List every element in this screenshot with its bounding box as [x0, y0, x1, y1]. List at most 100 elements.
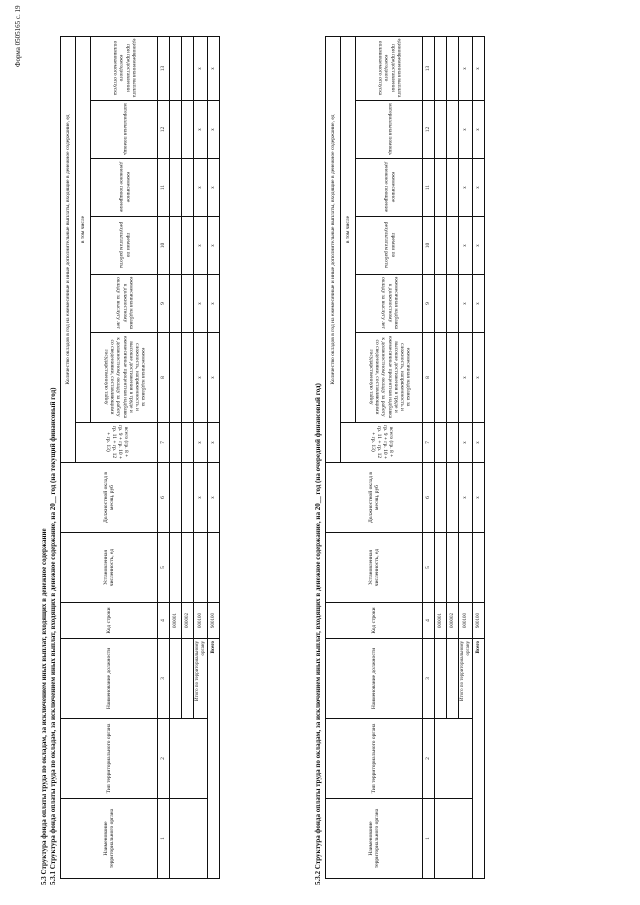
cell[interactable]: [434, 100, 447, 159]
cell[interactable]: [434, 274, 447, 333]
cell[interactable]: [446, 158, 459, 217]
col-header-12: материальная помощь: [355, 100, 423, 159]
in-that-header: в том числе: [75, 36, 91, 423]
cell[interactable]: [169, 36, 182, 101]
x-mark: x: [207, 216, 220, 275]
col-header-9: ежемесячная надбавка к должностному окла…: [355, 274, 423, 333]
cell[interactable]: [434, 36, 447, 101]
cell[interactable]: [181, 332, 194, 423]
cell-position[interactable]: [446, 638, 459, 719]
cell[interactable]: [434, 332, 447, 423]
cell[interactable]: [446, 532, 459, 603]
row-code: 000001: [169, 602, 182, 639]
cell[interactable]: [181, 422, 194, 463]
x-mark: x: [458, 216, 473, 275]
col-header-1: Наименование территориального органа: [325, 798, 423, 879]
cell[interactable]: [446, 100, 459, 159]
col-number: 7: [157, 422, 170, 463]
col-number: 5: [422, 532, 435, 603]
col-header-10: премии по результатам работы: [355, 216, 423, 275]
cell[interactable]: [458, 532, 473, 603]
cell[interactable]: [169, 216, 182, 275]
col-header-1: Наименование территориального органа: [60, 798, 158, 879]
cell[interactable]: [446, 462, 459, 533]
x-mark: x: [193, 274, 208, 333]
cell[interactable]: [169, 332, 182, 423]
cell[interactable]: [181, 532, 194, 603]
col-header-11: ежемесячное денежное поощрение: [355, 158, 423, 217]
x-mark: x: [458, 158, 473, 217]
cell[interactable]: [169, 462, 182, 533]
cell[interactable]: [446, 332, 459, 423]
form-number: Форма 0505165 с. 19: [14, 5, 22, 67]
cell[interactable]: [434, 158, 447, 217]
cell[interactable]: [181, 158, 194, 217]
cell-organ-type[interactable]: [169, 718, 208, 799]
row-code: 000100: [193, 602, 208, 639]
col-header-3: Наименование должности: [60, 638, 158, 719]
cell[interactable]: [434, 462, 447, 533]
row-code: 000002: [181, 602, 194, 639]
row-code: 000001: [434, 602, 447, 639]
cell[interactable]: [181, 36, 194, 101]
x-mark: x: [458, 332, 473, 423]
cell[interactable]: [207, 532, 220, 603]
cell[interactable]: [169, 532, 182, 603]
cell[interactable]: [169, 158, 182, 217]
table-row: 000001: [434, 36, 473, 879]
x-mark: x: [458, 36, 473, 101]
col-number: 11: [422, 158, 435, 217]
cell[interactable]: [446, 274, 459, 333]
cell[interactable]: [434, 532, 447, 603]
col-number: 2: [157, 718, 170, 799]
cell[interactable]: [181, 216, 194, 275]
cell-organ-name[interactable]: [434, 798, 473, 879]
col-group-header: Количество окладов в год на ежемесячные …: [325, 36, 341, 463]
cell[interactable]: [446, 36, 459, 101]
cell[interactable]: [193, 532, 208, 603]
cell[interactable]: [434, 422, 447, 463]
cell[interactable]: [472, 532, 485, 603]
col-number: 9: [157, 274, 170, 333]
cell[interactable]: [434, 216, 447, 275]
vsego-label: Всего: [207, 638, 220, 879]
col-number: 9: [422, 274, 435, 333]
cell[interactable]: [181, 100, 194, 159]
cell-position[interactable]: [434, 638, 447, 719]
col-header-8: ежемесячная надбавка за сложность, напря…: [90, 332, 158, 423]
x-mark: x: [193, 332, 208, 423]
table-row-vsego: Всего 900100 x x x x x x x x: [472, 36, 485, 879]
col-number: 3: [157, 638, 170, 719]
x-mark: x: [207, 158, 220, 217]
cell[interactable]: [181, 462, 194, 533]
x-mark: x: [472, 274, 485, 333]
cell-position[interactable]: [169, 638, 182, 719]
table-5-3-1: Наименование территориального органа Тип…: [60, 36, 220, 879]
section-heading-5-3-2: 5.3.2 Структура фонда оплаты труда по ок…: [314, 383, 322, 885]
section-heading-5-3-1: 5.3.1 Структура фонда оплаты труда по ок…: [49, 387, 57, 885]
cell-organ-type[interactable]: [434, 718, 473, 799]
cell[interactable]: [169, 274, 182, 333]
itogo-label: Итого по территориальному органу: [458, 638, 473, 719]
x-mark: x: [472, 158, 485, 217]
col-number: 8: [422, 332, 435, 423]
col-number: 4: [422, 602, 435, 639]
col-number: 11: [157, 158, 170, 217]
col-number: 12: [157, 100, 170, 159]
x-mark: x: [472, 36, 485, 101]
col-header-8: ежемесячная надбавка за сложность, напря…: [355, 332, 423, 423]
cell[interactable]: [169, 100, 182, 159]
cell[interactable]: [446, 422, 459, 463]
cell[interactable]: [169, 422, 182, 463]
col-header-4: Код строки: [325, 602, 423, 639]
cell[interactable]: [181, 274, 194, 333]
col-number: 1: [157, 798, 170, 879]
x-mark: x: [472, 422, 485, 463]
x-mark: x: [458, 422, 473, 463]
cell[interactable]: [446, 216, 459, 275]
cell-position[interactable]: [181, 638, 194, 719]
x-mark: x: [472, 216, 485, 275]
x-mark: x: [207, 274, 220, 333]
cell-organ-name[interactable]: [169, 798, 208, 879]
x-mark: x: [472, 100, 485, 159]
